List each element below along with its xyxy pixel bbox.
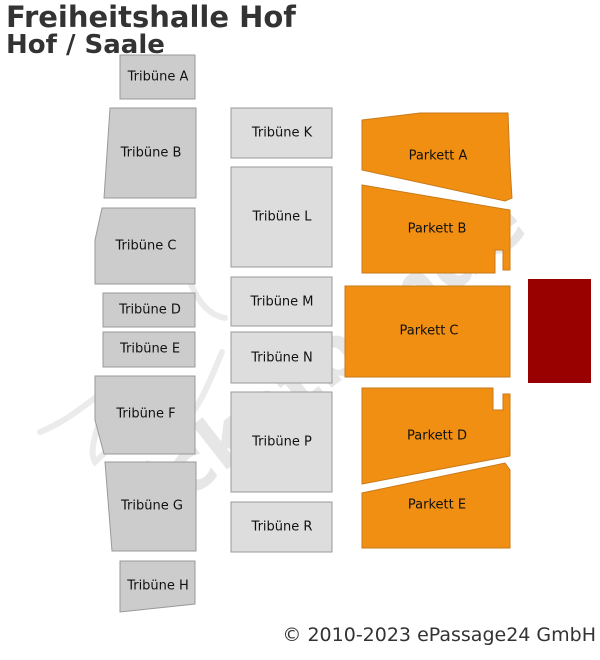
section-tribune-h[interactable]: Tribüne H	[119, 560, 196, 613]
section-tribune-p[interactable]: Tribüne P	[230, 391, 333, 493]
section-label: Parkett E	[408, 498, 466, 513]
section-tribune-n[interactable]: Tribüne N	[230, 331, 333, 384]
section-tribune-f[interactable]: Tribüne F	[94, 375, 196, 455]
section-label: Tribüne H	[126, 579, 189, 594]
section-label: Parkett B	[408, 222, 467, 237]
section-tribune-c[interactable]: Tribüne C	[94, 207, 196, 285]
section-parkett-c[interactable]: Parkett C	[344, 285, 511, 378]
section-tribune-m[interactable]: Tribüne M	[230, 276, 333, 327]
section-label: Tribüne G	[120, 499, 183, 514]
section-label: Tribüne A	[127, 70, 189, 85]
section-label: Parkett C	[399, 324, 458, 339]
section-parkett-a[interactable]: Parkett A	[361, 112, 513, 202]
venue-title: Freiheitshalle Hof	[6, 0, 296, 34]
section-label: Tribüne P	[251, 435, 312, 450]
section-label: Parkett A	[409, 149, 468, 164]
stage-block	[528, 279, 591, 383]
section-label: Tribüne R	[251, 520, 313, 535]
section-label: Tribüne B	[120, 146, 182, 161]
section-label: Tribüne N	[250, 351, 313, 366]
section-tribune-r[interactable]: Tribüne R	[230, 501, 333, 553]
section-label: Tribüne C	[115, 239, 177, 254]
section-label: Tribüne D	[118, 303, 181, 318]
venue-header: Freiheitshalle Hof Hof / Saale	[6, 0, 296, 58]
section-tribune-g[interactable]: Tribüne G	[104, 461, 197, 552]
section-tribune-b[interactable]: Tribüne B	[103, 107, 197, 199]
venue-city: Hof / Saale	[6, 30, 165, 60]
section-label: Tribüne E	[119, 342, 180, 357]
section-tribune-k[interactable]: Tribüne K	[230, 107, 333, 159]
section-label: Tribüne F	[115, 407, 175, 422]
section-tribune-d[interactable]: Tribüne D	[102, 292, 196, 328]
section-parkett-d[interactable]: Parkett D	[361, 387, 511, 485]
section-tribune-e[interactable]: Tribüne E	[102, 331, 196, 368]
section-tribune-l[interactable]: Tribüne L	[230, 166, 333, 268]
section-label: Tribüne K	[251, 126, 313, 141]
copyright-notice: © 2010-2023 ePassage24 GmbH	[282, 624, 596, 646]
section-parkett-e[interactable]: Parkett E	[361, 462, 511, 549]
section-label: Tribüne M	[249, 295, 313, 310]
section-label: Tribüne L	[251, 210, 312, 225]
section-tribune-a[interactable]: Tribüne A	[119, 54, 196, 100]
section-parkett-b[interactable]: Parkett B	[361, 184, 511, 274]
section-label: Parkett D	[407, 429, 467, 444]
